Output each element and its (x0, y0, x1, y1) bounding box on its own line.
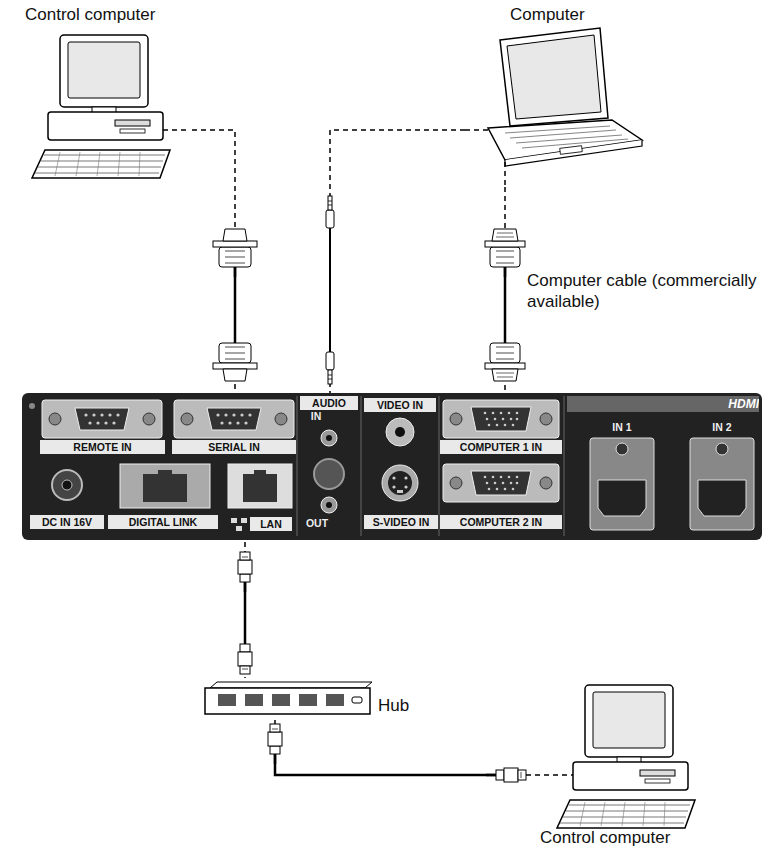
port-label: S-VIDEO IN (364, 515, 438, 529)
port-label: IN 1 (600, 421, 644, 433)
device-label: Control computer (25, 5, 155, 25)
lan-port: LAN (225, 458, 295, 533)
serial-port: SERIAL IN (172, 393, 296, 457)
port-label: COMPUTER 2 IN (440, 515, 562, 529)
port-label: IN 2 (700, 421, 744, 433)
port-label: COMPUTER 1 IN (440, 440, 562, 454)
port-label: LAN (250, 517, 292, 531)
device-label: Hub (378, 696, 409, 716)
port-label: VIDEO IN (364, 398, 436, 412)
port-label: REMOTE IN (40, 440, 165, 454)
hub-icon: Hub (200, 678, 415, 720)
device-label: Control computer (540, 828, 670, 848)
hdmi-logo: HDMI (567, 396, 759, 412)
vga-port: COMPUTER 1 IN (440, 398, 562, 458)
computer-icon: Control computer (20, 5, 192, 185)
audio-ports: AUDIOIN OUT (298, 393, 360, 533)
device-label: Computer (510, 5, 585, 25)
port-label: DC IN 16V (30, 515, 104, 529)
laptop-icon: Computer (465, 5, 645, 187)
cable-connector (330, 130, 465, 393)
port-label: AUDIO (300, 396, 358, 410)
port-label: DIGITAL LINK (108, 515, 218, 529)
cable-connector (275, 720, 535, 775)
cable-label: Computer cable (commercially available) (527, 270, 761, 312)
port-label: IN (304, 410, 328, 422)
port-label: OUT (302, 517, 332, 529)
computer-icon: Control computer (535, 680, 725, 850)
port-label: SERIAL IN (172, 440, 296, 454)
